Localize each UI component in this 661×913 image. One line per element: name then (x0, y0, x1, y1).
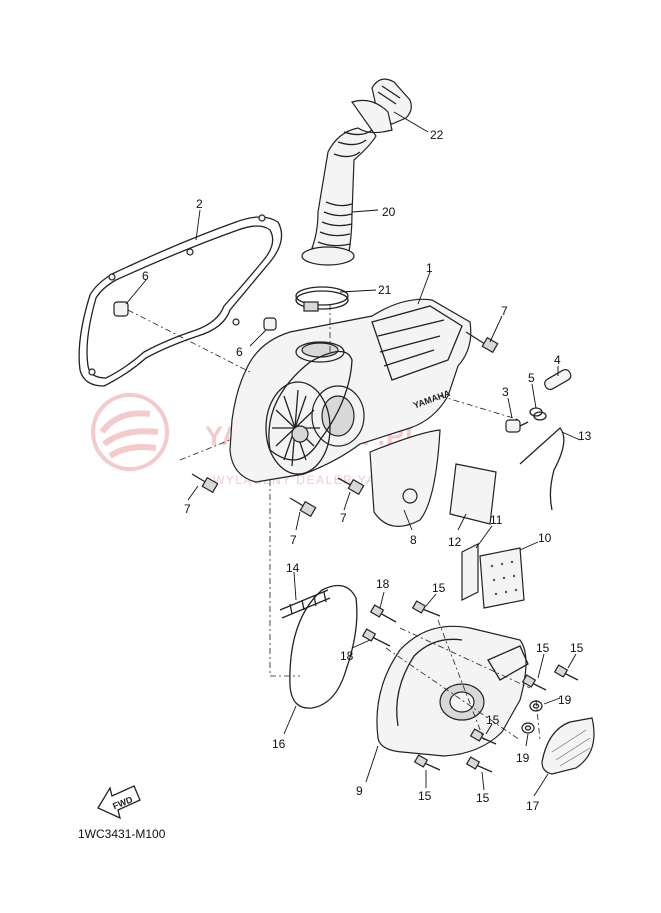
callout-18-upper: 18 (376, 577, 390, 591)
callout-12: 12 (448, 535, 462, 549)
callout-16: 16 (272, 737, 286, 751)
callout-2: 2 (196, 197, 203, 211)
callout-10: 10 (538, 531, 552, 545)
callout-6-lower: 6 (236, 345, 243, 359)
callout-4: 4 (554, 353, 561, 367)
watermark-logo-icon (91, 393, 169, 471)
part-2-gasket (78, 214, 283, 387)
callout-20: 20 (382, 205, 396, 219)
part-18-screw-b (361, 628, 391, 647)
callout-13: 13 (578, 429, 592, 443)
callout-11: 11 (490, 513, 503, 527)
callout-8: 8 (410, 533, 417, 547)
part-5-clip (529, 407, 547, 421)
callout-22: 22 (430, 128, 444, 142)
part-7-bolt-a (465, 331, 499, 354)
part-1-crankcase-cover: YAMAHA (229, 298, 472, 483)
callout-9: 9 (356, 784, 363, 798)
part-13-hose (519, 427, 565, 511)
callout-15-upper: 15 (432, 581, 446, 595)
part-21-hose-clamp (295, 286, 349, 312)
part-6-dowel-pin-a (113, 301, 129, 317)
part-15-bolt-c (553, 664, 579, 681)
part-11-block (461, 543, 479, 601)
callout-19-lower: 19 (516, 751, 530, 765)
part-20-intake-duct (301, 99, 393, 266)
callout-7-center: 7 (340, 511, 347, 525)
callouts: 22 20 2 6 21 1 7 6 4 3 5 13 7 7 7 8 12 1… (142, 128, 592, 813)
part-7-bolt-c (289, 497, 317, 518)
part-3-fitting (505, 419, 529, 433)
leader-lines (125, 111, 581, 797)
callout-15-bottom-b: 15 (476, 791, 490, 805)
callout-15-bottom-a: 15 (418, 789, 432, 803)
part-10-filter (479, 547, 525, 609)
part-15-bolt-d (469, 728, 497, 745)
callout-7-middle: 7 (290, 533, 297, 547)
part-15-bolt-f (465, 756, 493, 773)
part-8-insulator (369, 429, 441, 527)
callout-6-upper: 6 (142, 269, 149, 283)
part-12-sponge (449, 463, 497, 525)
callout-15-right-a: 15 (536, 641, 550, 655)
part-19-washer-b (521, 722, 535, 734)
callout-19-upper: 19 (558, 693, 572, 707)
part-15-bolt-e (413, 754, 441, 771)
callout-5: 5 (528, 371, 535, 385)
callout-14: 14 (286, 561, 300, 575)
callout-17: 17 (526, 799, 540, 813)
part-18-screw-a (369, 604, 397, 623)
callout-18-lower: 18 (340, 649, 354, 663)
part-7-bolt-b (191, 473, 219, 494)
callout-15-center: 15 (486, 713, 500, 727)
part-15-bolt-b (521, 674, 547, 691)
part-9-cover (376, 625, 529, 757)
part-16-seal (289, 584, 358, 709)
callout-7-right: 7 (501, 304, 508, 318)
callout-3: 3 (502, 385, 509, 399)
callout-15-right-b: 15 (570, 641, 584, 655)
part-17-cap (541, 717, 595, 775)
part-4-pin (544, 369, 572, 391)
part-7-bolt-d (337, 477, 365, 496)
part-6-dowel-pin-b (263, 317, 277, 331)
part-14-clip-strip (279, 589, 331, 619)
assembly-lines (127, 304, 541, 741)
fwd-arrow-icon: FWD (97, 785, 141, 820)
callout-1: 1 (426, 261, 433, 275)
diagram-code: 1WC3431-M100 (78, 827, 166, 841)
callout-7-left: 7 (184, 502, 191, 516)
part-15-bolt-a (411, 600, 441, 617)
callout-21: 21 (378, 283, 392, 297)
